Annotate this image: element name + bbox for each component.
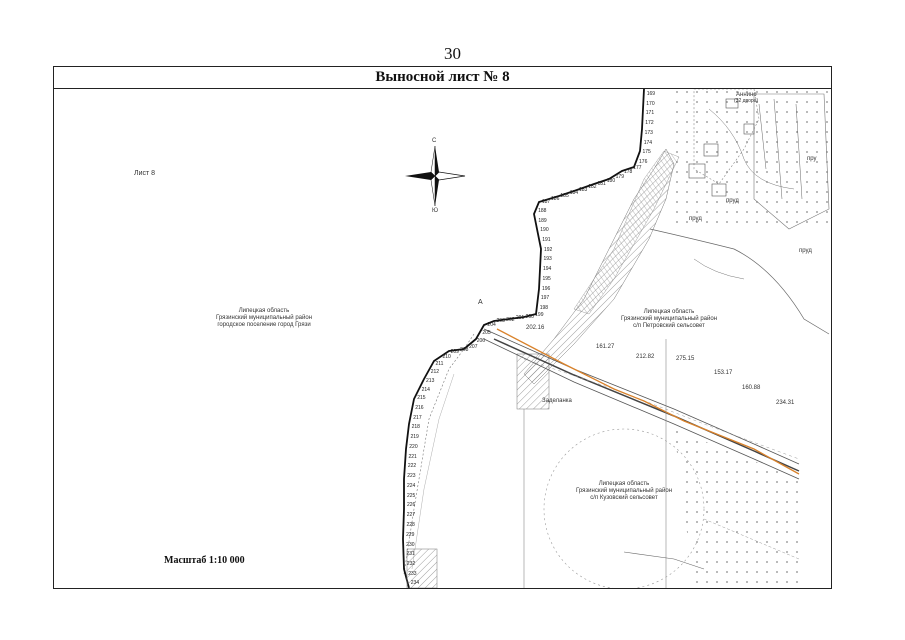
boundary-point-label: 178 <box>624 168 633 175</box>
place-subtitle: (32 двора) <box>734 98 759 104</box>
boundary-point-label: 179 <box>615 173 624 180</box>
boundary-point-label: 196 <box>542 285 551 292</box>
boundary-point-label: 218 <box>411 424 420 431</box>
boundary-point-label: 203 <box>496 318 505 325</box>
route-line <box>496 328 800 475</box>
boundary-point-label: 223 <box>407 473 416 480</box>
boundary-point-label: 209 <box>450 348 459 355</box>
boundary-point-label: 220 <box>409 443 418 450</box>
boundary-point-label: 234 <box>410 580 420 587</box>
feature-label: Заделанка <box>542 398 572 404</box>
boundary-point-label: 191 <box>542 237 551 244</box>
boundary-point-label: 180 <box>606 177 616 184</box>
boundary-point-label: 174 <box>643 139 653 146</box>
sheet-frame: Выносной лист № 8 <box>53 66 832 589</box>
boundary-point-label: 175 <box>642 149 651 156</box>
boundary-point-label: 212 <box>430 369 440 376</box>
region-right-top: Липецкая область Грязинский муниципальны… <box>620 309 718 329</box>
boundary-point-label: 190 <box>540 227 549 234</box>
distance-label: 202.16 <box>526 325 545 331</box>
boundary-point-label: 187 <box>541 199 551 206</box>
boundary-point-label: 171 <box>645 110 655 117</box>
scale-label: Масштаб 1:10 000 <box>164 555 245 566</box>
boundary-point-label: 176 <box>639 158 648 165</box>
south-label: Ю <box>432 208 439 214</box>
pond-label: пруд <box>689 216 702 222</box>
boundary-point-label: 181 <box>597 180 606 187</box>
boundary-point-label: 233 <box>408 570 417 577</box>
distance-label: 153.17 <box>714 370 733 376</box>
boundary-point-label: 173 <box>644 130 653 136</box>
map-canvas <box>402 89 831 588</box>
region-right-bottom: Липецкая область Грязинский муниципальны… <box>575 481 673 501</box>
boundary-point-label: 206 <box>476 337 486 344</box>
boundary-point-label: 177 <box>633 165 642 172</box>
boundary-point-label: 231 <box>406 551 415 558</box>
distance-label: 160.88 <box>742 385 761 391</box>
boundary-point-label: 229 <box>406 531 415 538</box>
boundary-point-label: 214 <box>421 386 430 393</box>
boundary-point-label: 222 <box>407 463 417 470</box>
boundary-point-label: 227 <box>406 512 416 519</box>
boundary-point-label: 188 <box>538 208 547 215</box>
boundary-point-label: 226 <box>407 502 416 509</box>
boundary-point-label: 224 <box>407 482 416 489</box>
boundary-point-label: 232 <box>406 561 416 568</box>
boundary-point-label: 170 <box>646 100 655 107</box>
boundary-point-label: 194 <box>542 266 552 273</box>
boundary-point-label: 189 <box>538 217 547 224</box>
boundary-point-label: 216 <box>415 405 424 412</box>
boundary-point-label: 219 <box>410 434 419 441</box>
boundary-point-label: 211 <box>435 360 444 367</box>
hatched-block <box>516 353 550 410</box>
distance-label: 275.15 <box>676 356 695 362</box>
boundary-point-label: 201 <box>515 315 525 322</box>
boundary-point-label: 186 <box>551 196 560 203</box>
boundary-point-label: 200 <box>525 314 534 321</box>
boundary-point-label: 210 <box>442 354 451 361</box>
compass-rose-icon <box>405 145 466 207</box>
boundary-point-label: 228 <box>406 522 415 528</box>
distance-label: 212.82 <box>636 354 655 360</box>
sheet-label: Лист 8 <box>134 170 156 177</box>
pond-label: пруд <box>726 198 739 204</box>
sheet-title: Выносной лист № 8 <box>54 67 831 89</box>
north-label: С <box>432 138 437 144</box>
boundary-point-label: 213 <box>426 377 435 384</box>
boundary-point-label: 197 <box>540 295 550 302</box>
boundary-point-label: 225 <box>407 492 416 499</box>
boundary-point-label: 184 <box>569 190 579 197</box>
boundary-point-label: 208 <box>460 346 469 353</box>
boundary-point-label: 172 <box>645 120 654 127</box>
boundary-point-label: 192 <box>543 246 553 253</box>
point-a-label: А <box>478 299 483 306</box>
settlement-area <box>649 89 831 335</box>
distance-label: 234.31 <box>776 400 795 406</box>
boundary-point-label: 198 <box>539 305 549 312</box>
page-number: 30 <box>444 44 461 63</box>
map-area[interactable]: С Ю Лист 8 Липецкая область Грязинский м… <box>54 89 831 588</box>
boundary-point-label: 205 <box>482 330 491 337</box>
pond-label: пру <box>807 156 817 162</box>
pond-label: пруд <box>799 248 812 254</box>
boundary-point-label: 204 <box>487 321 496 328</box>
boundary-point-label: 195 <box>542 275 551 282</box>
boundary-point-label: 230 <box>406 541 415 548</box>
boundary-point-label: 169 <box>646 90 656 97</box>
place-name: Аннино <box>736 92 757 98</box>
boundary-point-label: 183 <box>579 187 588 194</box>
boundary-point-label: 182 <box>588 184 597 191</box>
region-left: Липецкая область Грязинский муниципальны… <box>215 308 313 328</box>
boundary-point-label: 199 <box>535 311 544 318</box>
boundary-point-label: 221 <box>408 453 417 460</box>
boundary-point-label: 217 <box>413 414 422 421</box>
boundary-point-label: 185 <box>560 193 569 200</box>
boundary-point-label: 215 <box>417 395 426 402</box>
boundary-point-label: 202 <box>506 316 515 323</box>
boundary-line <box>402 89 645 588</box>
distance-label: 161.27 <box>596 344 615 350</box>
boundary-point-label: 207 <box>469 344 478 351</box>
boundary-point-label: 193 <box>543 256 552 263</box>
